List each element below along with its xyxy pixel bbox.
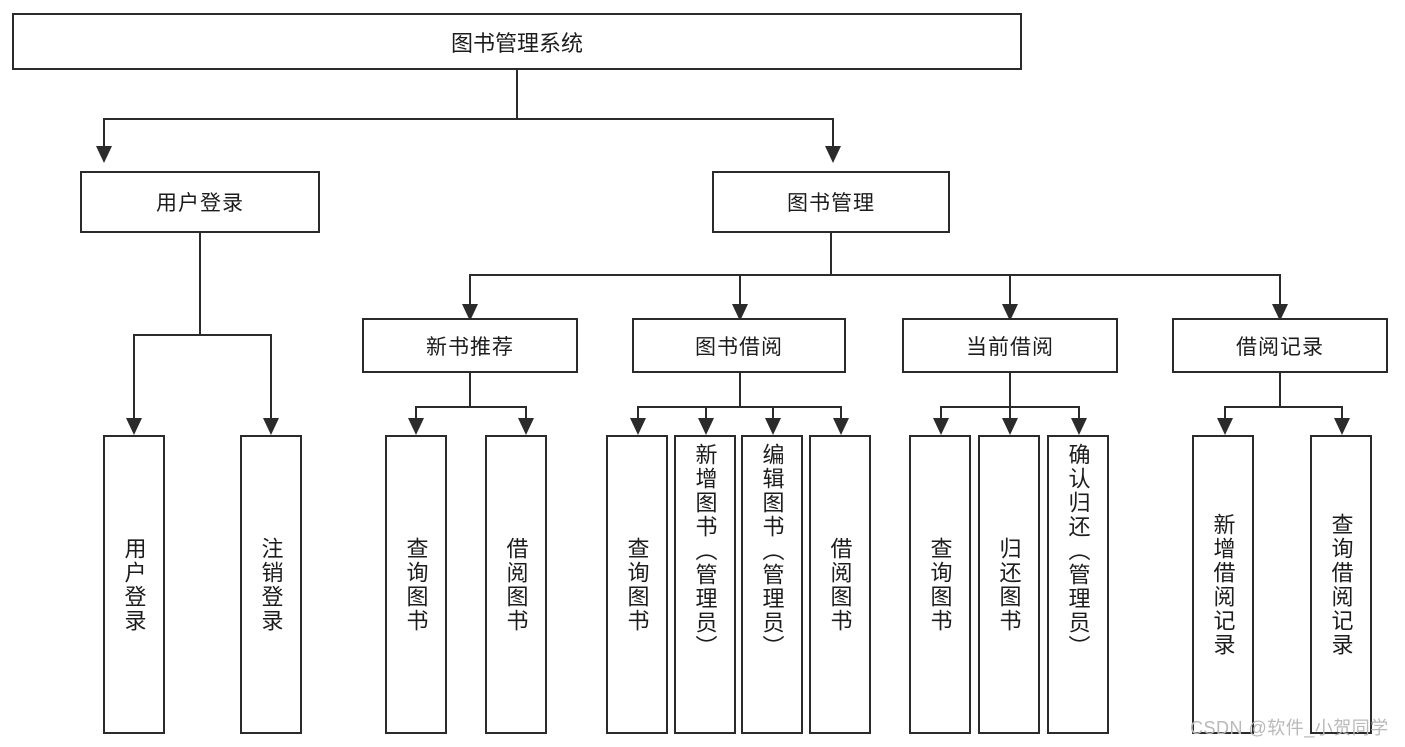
arrowhead-leaf-bb-2 (698, 418, 714, 435)
connector-nbr-drop-2 (525, 406, 527, 420)
connector-level2-drop-1 (469, 274, 471, 306)
connector-bb-drop-2 (705, 406, 707, 420)
connector-level1-drop-book-management (832, 118, 834, 148)
arrowhead-leaf-br-1 (1217, 418, 1233, 435)
node-book-management-label: 图书管理 (787, 192, 875, 215)
connector-user-login-stem (199, 233, 201, 335)
leaf-nbr-query-book[interactable]: 查询图书 (385, 435, 447, 734)
node-current-borrow-label: 当前借阅 (966, 335, 1054, 359)
node-new-book-recommend[interactable]: 新书推荐 (362, 318, 578, 373)
connector-level1-drop-user-login (103, 118, 105, 148)
node-book-management[interactable]: 图书管理 (712, 171, 950, 233)
csdn-watermark-text: CSDN @软件_小贺同学 (1190, 718, 1389, 738)
connector-level2-drop-2 (739, 274, 741, 306)
leaf-nbr-borrow-book-label: 借阅图书 (503, 536, 529, 633)
arrowhead-user-login (96, 146, 112, 163)
connector-borrow-record-stem (1279, 373, 1281, 407)
leaf-nbr-query-book-label: 查询图书 (403, 536, 429, 633)
connector-cb-drop-3 (1078, 406, 1080, 420)
connector-cb-drop-1 (940, 406, 942, 420)
arrowhead-leaf-cb-2 (1002, 418, 1018, 435)
arrowhead-leaf-cb-3 (1071, 418, 1087, 435)
leaf-br-add-record-label: 新增借阅记录 (1210, 512, 1236, 657)
arrowhead-leaf-bb-4 (833, 418, 849, 435)
leaf-logout[interactable]: 注销登录 (240, 435, 302, 734)
arrowhead-leaf-nbr-1 (408, 418, 424, 435)
connector-br-drop-1 (1224, 406, 1226, 420)
connector-bb-drop-4 (840, 406, 842, 420)
connector-new-book-recommend-bus (415, 406, 526, 408)
node-borrow-record[interactable]: 借阅记录 (1172, 318, 1388, 373)
leaf-bb-add-book-admin-label: 新增图书（管理员） (692, 443, 718, 659)
arrowhead-leaf-bb-1 (630, 418, 646, 435)
leaf-cb-confirm-return-admin[interactable]: 确认归还（管理员） (1047, 435, 1109, 734)
connector-user-login-drop-1 (133, 334, 135, 420)
node-borrow-record-label: 借阅记录 (1236, 335, 1324, 359)
connector-user-login-drop-2 (270, 334, 272, 420)
leaf-br-query-record[interactable]: 查询借阅记录 (1310, 435, 1372, 734)
node-book-borrow-label: 图书借阅 (695, 335, 783, 359)
leaf-user-login[interactable]: 用户登录 (103, 435, 165, 734)
leaf-bb-query-book[interactable]: 查询图书 (606, 435, 668, 734)
connector-book-management-stem (830, 233, 832, 275)
leaf-bb-query-book-label: 查询图书 (624, 536, 650, 633)
arrowhead-new-book-recommend (462, 304, 478, 321)
connector-root-stem (516, 70, 518, 118)
arrowhead-leaf-user-login-2 (263, 418, 279, 435)
arrowhead-book-management (825, 146, 841, 163)
node-book-borrow[interactable]: 图书借阅 (632, 318, 846, 373)
leaf-br-query-record-label: 查询借阅记录 (1328, 512, 1354, 657)
leaf-bb-add-book-admin[interactable]: 新增图书（管理员） (674, 435, 736, 734)
leaf-nbr-borrow-book[interactable]: 借阅图书 (485, 435, 547, 734)
arrowhead-leaf-user-login-1 (126, 418, 142, 435)
arrowhead-leaf-br-2 (1334, 418, 1350, 435)
leaf-bb-borrow-book-label: 借阅图书 (827, 536, 853, 633)
leaf-cb-confirm-return-admin-label: 确认归还（管理员） (1065, 443, 1091, 659)
arrowhead-leaf-cb-1 (933, 418, 949, 435)
arrowhead-current-borrow (1002, 304, 1018, 321)
connector-nbr-drop-1 (415, 406, 417, 420)
leaf-bb-edit-book-admin[interactable]: 编辑图书（管理员） (741, 435, 803, 734)
connector-level2-drop-3 (1009, 274, 1011, 306)
connector-new-book-recommend-stem (469, 373, 471, 407)
leaf-bb-borrow-book[interactable]: 借阅图书 (809, 435, 871, 734)
arrowhead-borrow-record (1272, 304, 1288, 321)
node-root-book-management-system[interactable]: 图书管理系统 (12, 13, 1022, 70)
leaf-cb-query-book[interactable]: 查询图书 (909, 435, 971, 734)
leaf-user-login-label: 用户登录 (121, 536, 147, 633)
connector-book-borrow-bus (637, 406, 842, 408)
csdn-watermark: CSDN @软件_小贺同学 (1190, 714, 1389, 740)
connector-level1-bus (103, 118, 834, 120)
node-new-book-recommend-label: 新书推荐 (426, 335, 514, 359)
connector-level2-bus (469, 274, 1280, 276)
connector-br-drop-2 (1341, 406, 1343, 420)
leaf-logout-label: 注销登录 (258, 536, 284, 633)
node-current-borrow[interactable]: 当前借阅 (902, 318, 1118, 373)
connector-user-login-bus (133, 334, 271, 336)
arrowhead-leaf-nbr-2 (518, 418, 534, 435)
leaf-cb-return-book-label: 归还图书 (996, 536, 1022, 633)
connector-book-borrow-stem (739, 373, 741, 407)
node-user-login[interactable]: 用户登录 (80, 171, 320, 233)
leaf-cb-return-book[interactable]: 归还图书 (978, 435, 1040, 734)
node-user-login-label: 用户登录 (156, 192, 244, 215)
node-root-label: 图书管理系统 (450, 30, 583, 56)
leaf-cb-query-book-label: 查询图书 (927, 536, 953, 633)
leaf-br-add-record[interactable]: 新增借阅记录 (1192, 435, 1254, 734)
connector-borrow-record-bus (1224, 406, 1342, 408)
connector-level2-drop-4 (1279, 274, 1281, 306)
arrowhead-book-borrow (732, 304, 748, 321)
connector-bb-drop-1 (637, 406, 639, 420)
leaf-bb-edit-book-admin-label: 编辑图书（管理员） (759, 443, 785, 659)
connector-cb-drop-2 (1009, 406, 1011, 420)
connector-bb-drop-3 (772, 406, 774, 420)
arrowhead-leaf-bb-3 (765, 418, 781, 435)
connector-current-borrow-stem (1009, 373, 1011, 407)
